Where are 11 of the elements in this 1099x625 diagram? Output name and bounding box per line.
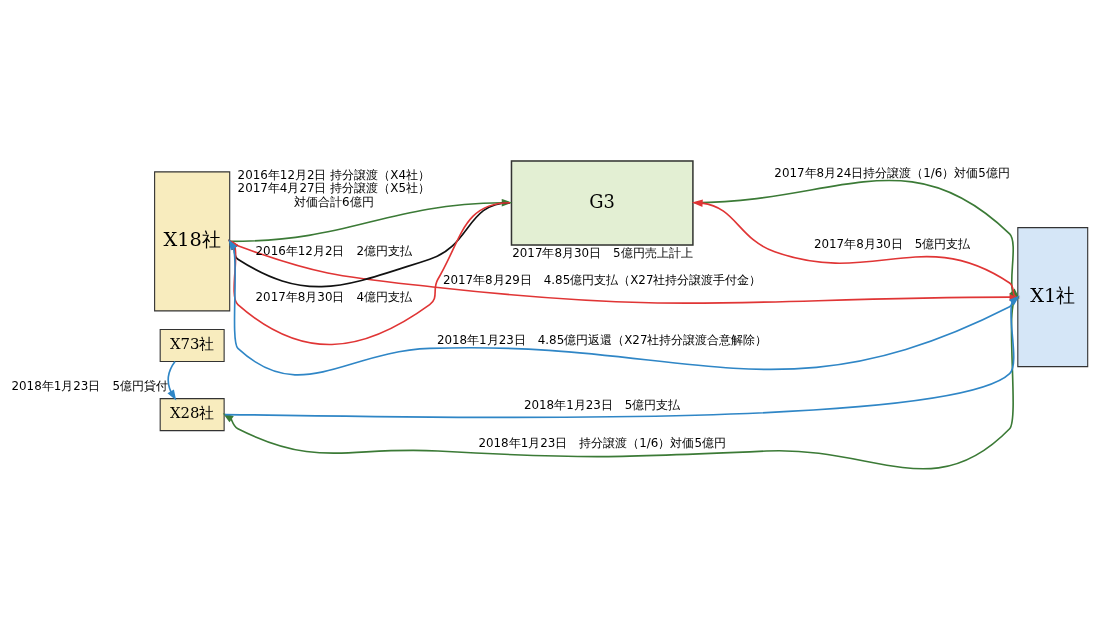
edge-label: 2017年8月24日持分譲渡（1/6）対価5億円: [774, 165, 1010, 180]
edge-label: 2017年8月30日 5億円支払: [813, 236, 971, 251]
edge-label: 2017年8月29日 4.85億円支払（X27社持分譲渡手付金）: [442, 272, 762, 287]
edge-label: 2018年1月23日 5億円支払: [523, 397, 681, 411]
node-label: 2017年8月30日 5億円売上計上: [512, 245, 693, 260]
edge-label: 2018年1月23日 持分譲渡（1/6）対価5億円: [478, 435, 726, 450]
edge-label: 2016年12月2日 持分譲渡（X4社）2017年4月27日 持分譲渡（X5社）対価合計6億円: [237, 167, 430, 209]
edge-label: 2016年12月2日 2億円支払: [255, 243, 413, 258]
edge-label: 2018年1月23日 4.85億円返還（X27社持分譲渡合意解除）: [436, 332, 768, 347]
edge-label: 2018年1月23日 5億円貸付: [11, 378, 168, 392]
edge-label: 2017年8月30日 4億円支払: [255, 289, 413, 304]
